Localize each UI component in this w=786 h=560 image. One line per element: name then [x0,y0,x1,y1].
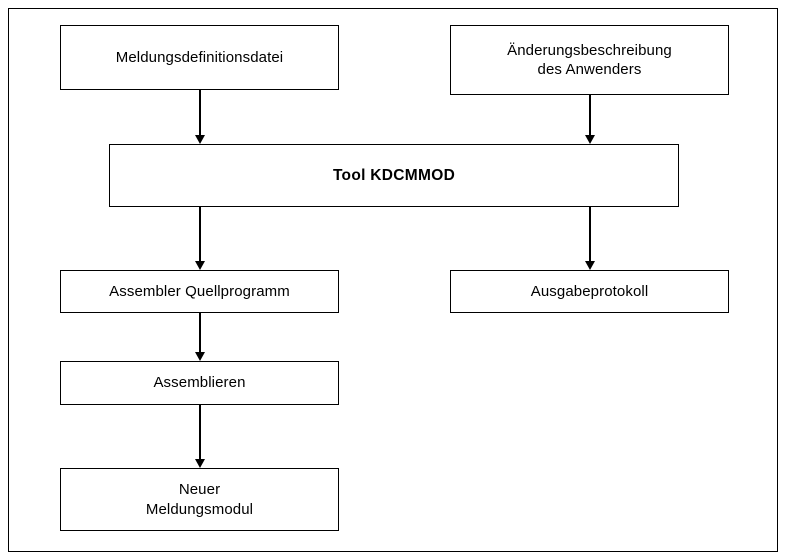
node-aenderungsbeschreibung: Änderungsbeschreibung des Anwenders [450,25,729,95]
arrowhead-icon [195,459,205,468]
node-label-ausgabeprotokoll: Ausgabeprotokoll [530,282,649,300]
connector-line [199,207,201,262]
connector-line [199,313,201,353]
arrowhead-icon [585,135,595,144]
connector-assembler-quellprogramm-to-assemblieren [195,313,205,361]
node-tool-kdcmmod: Tool KDCMMOD [109,144,679,207]
connector-assemblieren-to-neuer-meldungsmodul [195,405,205,468]
node-label-assembler-quellprogramm: Assembler Quellprogramm [109,282,290,300]
connector-meldungsdefinitionsdatei-to-tool [195,90,205,144]
node-assemblieren: Assemblieren [60,361,339,405]
arrowhead-icon [195,352,205,361]
node-label-neuer-meldungsmodul: Neuer Meldungsmodul [145,481,254,518]
node-label-meldungsdefinitionsdatei: Meldungsdefinitionsdatei [115,48,284,66]
node-neuer-meldungsmodul: Neuer Meldungsmodul [60,468,339,531]
node-ausgabeprotokoll: Ausgabeprotokoll [450,270,729,313]
node-label-aenderungsbeschreibung: Änderungsbeschreibung des Anwenders [507,41,672,78]
arrowhead-icon [195,135,205,144]
node-label-assemblieren: Assemblieren [153,374,246,392]
connector-aenderungsbeschreibung-to-tool [585,95,595,144]
connector-line [589,207,591,262]
node-label-tool-kdcmmod: Tool KDCMMOD [332,166,456,184]
connector-tool-to-assembler-quellprogramm [195,207,205,270]
node-meldungsdefinitionsdatei: Meldungsdefinitionsdatei [60,25,339,90]
arrowhead-icon [585,261,595,270]
arrowhead-icon [195,261,205,270]
connector-line [589,95,591,136]
node-assembler-quellprogramm: Assembler Quellprogramm [60,270,339,313]
connector-line [199,90,201,136]
connector-tool-to-ausgabeprotokoll [585,207,595,270]
connector-line [199,405,201,460]
